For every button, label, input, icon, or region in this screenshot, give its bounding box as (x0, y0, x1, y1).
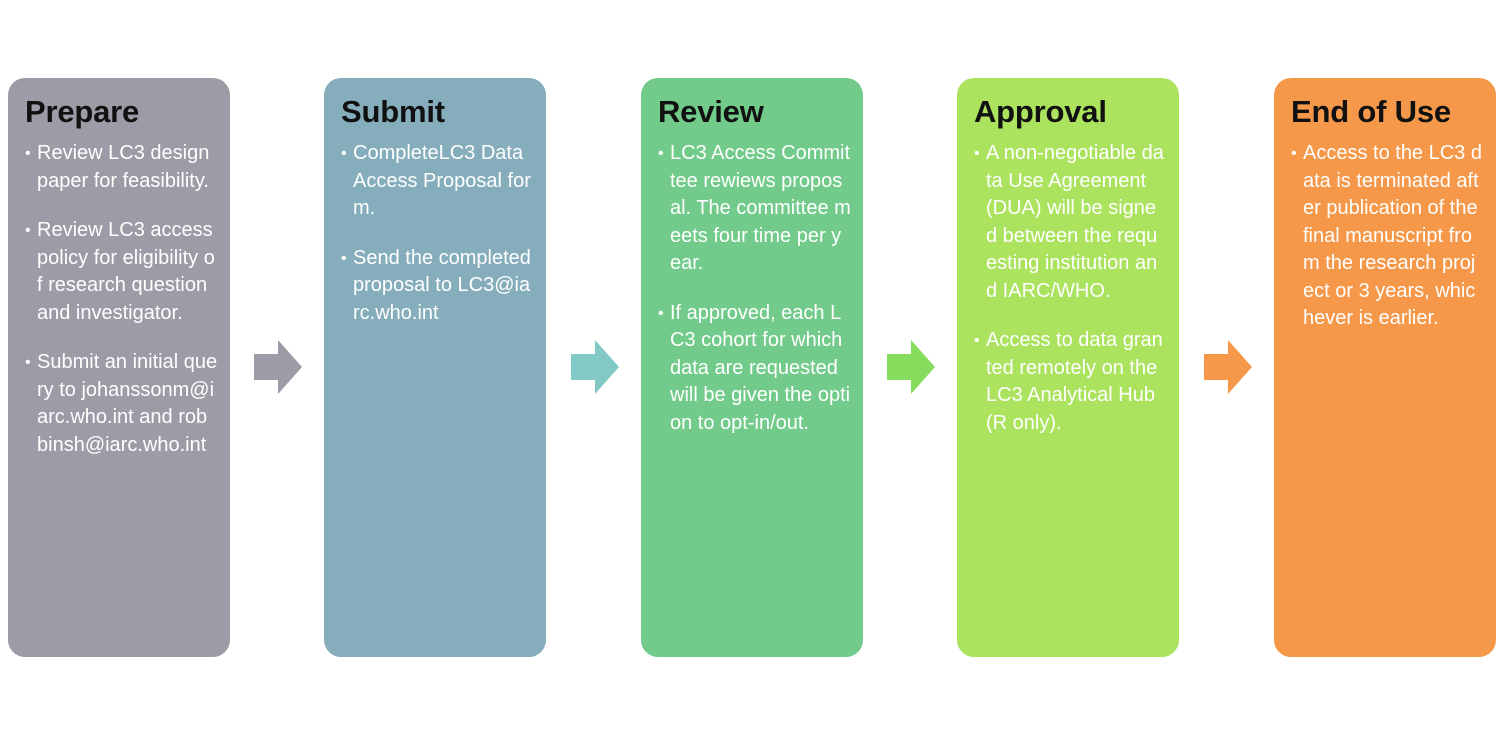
step-card-approval: Approval A non-negotiable data Use Agree… (957, 78, 1179, 657)
step-item: A non-negotiable data Use Agreement (DUA… (974, 140, 1167, 305)
step-item: CompleteLC3 Data Access Proposal form. (341, 140, 534, 223)
step-item: Review LC3 design paper for feasibility. (25, 140, 218, 195)
step-title: End of Use (1291, 94, 1451, 129)
arrow-right-icon (254, 340, 302, 394)
step-list: Review LC3 design paper for feasibility.… (25, 140, 218, 459)
step-list: Access to the LC3 data is terminated aft… (1291, 140, 1484, 333)
step-card-end-of-use: End of Use Access to the LC3 data is ter… (1274, 78, 1496, 657)
step-title: Submit (341, 94, 445, 129)
step-list: CompleteLC3 Data Access Proposal form. S… (341, 140, 534, 327)
step-item: Access to the LC3 data is terminated aft… (1291, 140, 1484, 333)
arrow-right-icon (1204, 340, 1252, 394)
step-item: Review LC3 access policy for eligibility… (25, 217, 218, 327)
arrow-right-icon (571, 340, 619, 394)
step-card-review: Review LC3 Access Committee rewiews prop… (641, 78, 863, 657)
arrow-right-icon (887, 340, 935, 394)
step-card-submit: Submit CompleteLC3 Data Access Proposal … (324, 78, 546, 657)
step-item: Submit an initial query to johanssonm@ia… (25, 349, 218, 459)
step-item: LC3 Access Committee rewiews proposal. T… (658, 140, 851, 278)
step-list: LC3 Access Committee rewiews proposal. T… (658, 140, 851, 437)
step-item: Send the completed proposal to LC3@iarc.… (341, 245, 534, 328)
step-title: Review (658, 94, 764, 129)
step-item: Access to data granted remotely on the L… (974, 327, 1167, 437)
step-list: A non-negotiable data Use Agreement (DUA… (974, 140, 1167, 437)
step-card-prepare: Prepare Review LC3 design paper for feas… (8, 78, 230, 657)
step-title: Approval (974, 94, 1107, 129)
step-title: Prepare (25, 94, 140, 129)
step-item: If approved, each LC3 cohort for which d… (658, 300, 851, 438)
